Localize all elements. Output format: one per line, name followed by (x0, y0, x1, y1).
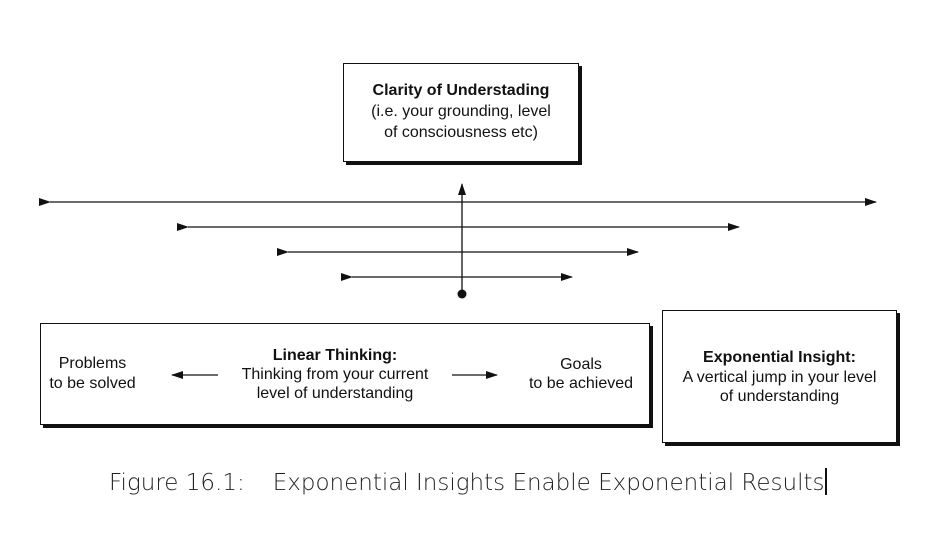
clarity-box (343, 63, 579, 162)
figure-caption: Figure 16.1: Exponential Insights Enable … (0, 468, 936, 496)
linear-thinking-line-2: Thinking from your current (241, 366, 429, 383)
text-cursor (825, 468, 827, 495)
linear-thinking-line-3: level of understanding (256, 385, 414, 402)
problems-line-2: to be solved (49, 375, 136, 392)
clarity-title: Clarity of Understading (372, 82, 550, 99)
linear-thinking-box (40, 323, 650, 425)
clarity-line-3: of consciousness etc) (384, 124, 538, 141)
goals-line-2: to be achieved (528, 375, 634, 392)
clarity-line-2: (i.e. your grounding, level (371, 103, 551, 120)
caption-label: Figure 16.1: (109, 470, 245, 496)
exponential-line-2: A vertical jump in your level (682, 369, 877, 386)
exponential-insight-box (662, 310, 897, 443)
caption-text: Exponential Insights Enable Exponential … (272, 470, 825, 496)
goals-line-1: Goals (560, 356, 602, 373)
vertical-arrow-origin-dot (457, 289, 467, 299)
exponential-line-3: of understanding (719, 388, 840, 405)
problems-line-1: Problems (58, 355, 127, 372)
linear-thinking-title: Linear Thinking: (272, 347, 398, 364)
exponential-title: Exponential Insight: (703, 349, 856, 366)
